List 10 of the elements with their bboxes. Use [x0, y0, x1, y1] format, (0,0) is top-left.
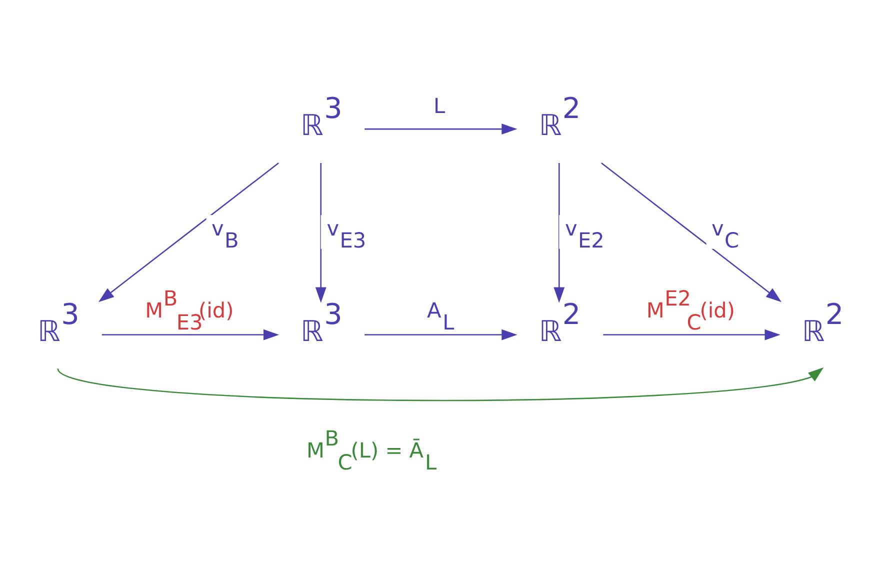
arrow [554, 163, 565, 303]
arrow [98, 162, 280, 302]
arrow [57, 367, 824, 401]
arrow [102, 329, 280, 340]
arrow [600, 162, 782, 302]
arrow [603, 329, 780, 340]
arrow [315, 163, 326, 303]
arrow [364, 124, 518, 135]
arrow [364, 329, 518, 340]
edge-label: L [433, 94, 446, 118]
